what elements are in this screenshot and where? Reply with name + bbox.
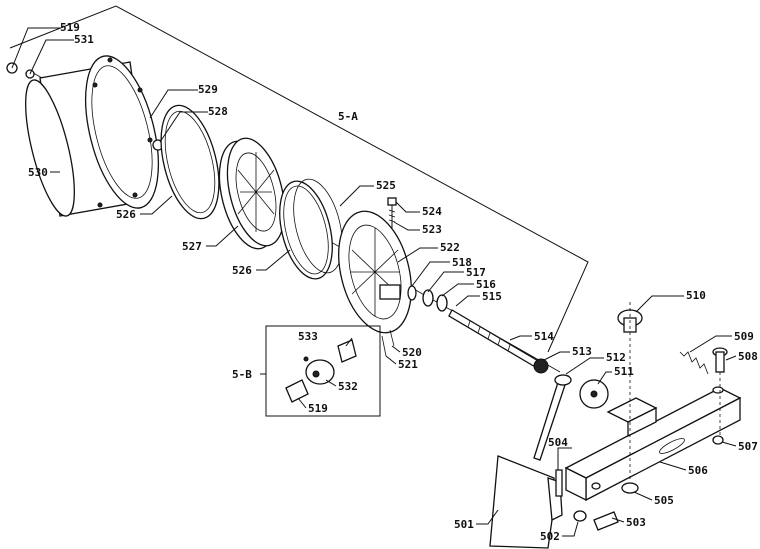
label-531: 531 <box>74 33 94 46</box>
part-512-handle <box>533 374 572 461</box>
label-529: 529 <box>198 83 218 96</box>
part-labels: 519 531 529 528 530 526 527 526 525 524 … <box>28 21 758 543</box>
label-503: 503 <box>626 516 646 529</box>
label-522: 522 <box>440 241 460 254</box>
leader-lines <box>11 27 737 537</box>
label-506: 506 <box>688 464 708 477</box>
label-516: 516 <box>476 278 496 291</box>
part-503-bolt <box>593 511 619 531</box>
part-526-gasket <box>160 104 220 220</box>
label-502: 502 <box>540 530 560 543</box>
part-506-rail <box>564 386 742 502</box>
label-518: 518 <box>452 256 472 269</box>
label-523: 523 <box>422 223 442 236</box>
part-524-screw <box>387 197 397 228</box>
part-517-washer <box>422 289 434 307</box>
part-513-gear <box>533 358 549 374</box>
label-5b: 5-B <box>232 368 252 381</box>
label-520: 520 <box>402 346 422 359</box>
label-513: 513 <box>572 345 592 358</box>
part-521-screw <box>381 335 387 357</box>
label-501: 501 <box>454 518 474 531</box>
part-511-disk <box>579 379 609 409</box>
assembly-bracket-5a: 5-A <box>9 5 589 353</box>
label-514: 514 <box>534 330 554 343</box>
part-509-spring <box>679 351 709 375</box>
label-505: 505 <box>654 494 674 507</box>
label-521: 521 <box>398 358 418 371</box>
part-519-531-fittings <box>6 62 35 79</box>
label-511: 511 <box>614 365 634 378</box>
label-528: 528 <box>208 105 228 118</box>
label-526: 526 <box>116 208 136 221</box>
label-510: 510 <box>686 289 706 302</box>
label-512: 512 <box>606 351 626 364</box>
label-509: 509 <box>734 330 754 343</box>
part-514-shaft <box>448 309 541 369</box>
part-508-bolt <box>712 347 728 440</box>
part-507-washer <box>712 435 724 445</box>
inset-5b <box>260 325 381 417</box>
part-518-washer <box>407 285 417 301</box>
label-517: 517 <box>466 266 486 279</box>
part-530-drum <box>25 55 159 217</box>
part-504-pin <box>555 469 563 497</box>
label-532: 532 <box>338 380 358 393</box>
label-526-second: 526 <box>232 264 252 277</box>
label-533: 533 <box>298 330 318 343</box>
part-501-blade <box>489 455 563 549</box>
label-5a: 5-A <box>338 110 358 123</box>
label-527: 527 <box>182 240 202 253</box>
label-508: 508 <box>738 350 758 363</box>
label-519: 519 <box>60 21 80 34</box>
label-504: 504 <box>548 436 568 449</box>
label-507: 507 <box>738 440 758 453</box>
part-505-washer <box>621 482 639 494</box>
part-526-gasket-2 <box>279 180 333 280</box>
part-527-rotor <box>218 137 286 250</box>
part-525-o-ring <box>293 178 343 274</box>
label-530: 530 <box>28 166 48 179</box>
part-520-screw <box>389 329 395 347</box>
part-502-washer <box>573 510 587 522</box>
label-515: 515 <box>482 290 502 303</box>
part-510-pin <box>617 302 643 480</box>
part-516-washer <box>436 294 448 312</box>
label-525: 525 <box>376 179 396 192</box>
part-522-end-cover <box>338 210 412 334</box>
label-524: 524 <box>422 205 442 218</box>
label-519-inset: 519 <box>308 402 328 415</box>
